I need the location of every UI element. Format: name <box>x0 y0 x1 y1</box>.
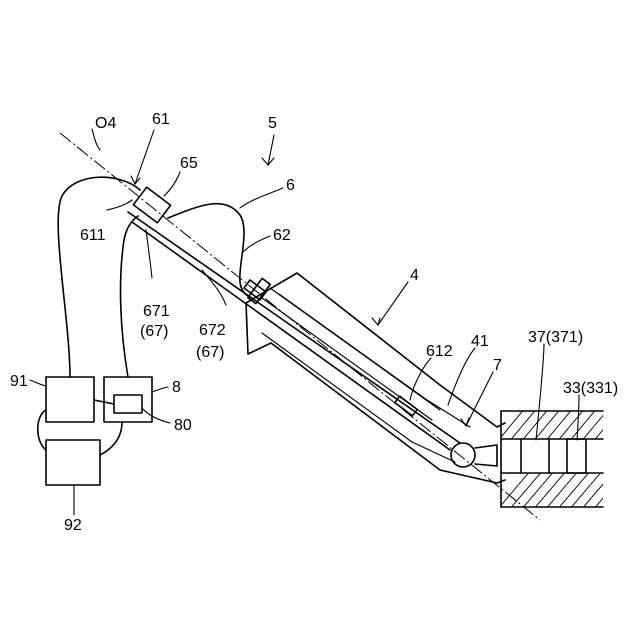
connection-91-92 <box>38 410 46 450</box>
label-6: 6 <box>286 177 295 194</box>
label-672: 672 <box>199 322 226 339</box>
label-61: 61 <box>152 111 170 128</box>
cable-91 <box>58 177 140 377</box>
box-80 <box>114 395 142 413</box>
label-671: 671 <box>143 303 170 320</box>
label-5: 5 <box>268 115 277 132</box>
label-80: 80 <box>174 417 192 434</box>
label-672-group: (67) <box>196 344 224 361</box>
label-8: 8 <box>172 379 181 396</box>
center-axis-o4 <box>60 133 540 520</box>
ball-element <box>451 443 475 467</box>
optical-fiber-62 <box>168 204 252 298</box>
workpiece-wall <box>491 401 633 517</box>
label-62: 62 <box>273 227 291 244</box>
label-92: 92 <box>64 517 82 534</box>
label-37: 37(371) <box>528 329 583 346</box>
cable-8 <box>121 216 138 377</box>
box-91 <box>46 377 94 422</box>
connection-8-92 <box>100 422 122 455</box>
label-7: 7 <box>493 357 502 374</box>
label-33: 33(331) <box>563 380 618 397</box>
label-611: 611 <box>80 227 106 244</box>
label-41: 41 <box>471 333 489 350</box>
box-92 <box>46 440 100 485</box>
label-91: 91 <box>10 373 28 390</box>
label-o4: O4 <box>95 115 116 132</box>
label-612: 612 <box>426 343 453 360</box>
label-65: 65 <box>180 155 198 172</box>
label-4: 4 <box>410 267 419 284</box>
box-8 <box>104 377 152 422</box>
probe-housing <box>246 273 505 483</box>
label-671-group: (67) <box>140 323 168 340</box>
